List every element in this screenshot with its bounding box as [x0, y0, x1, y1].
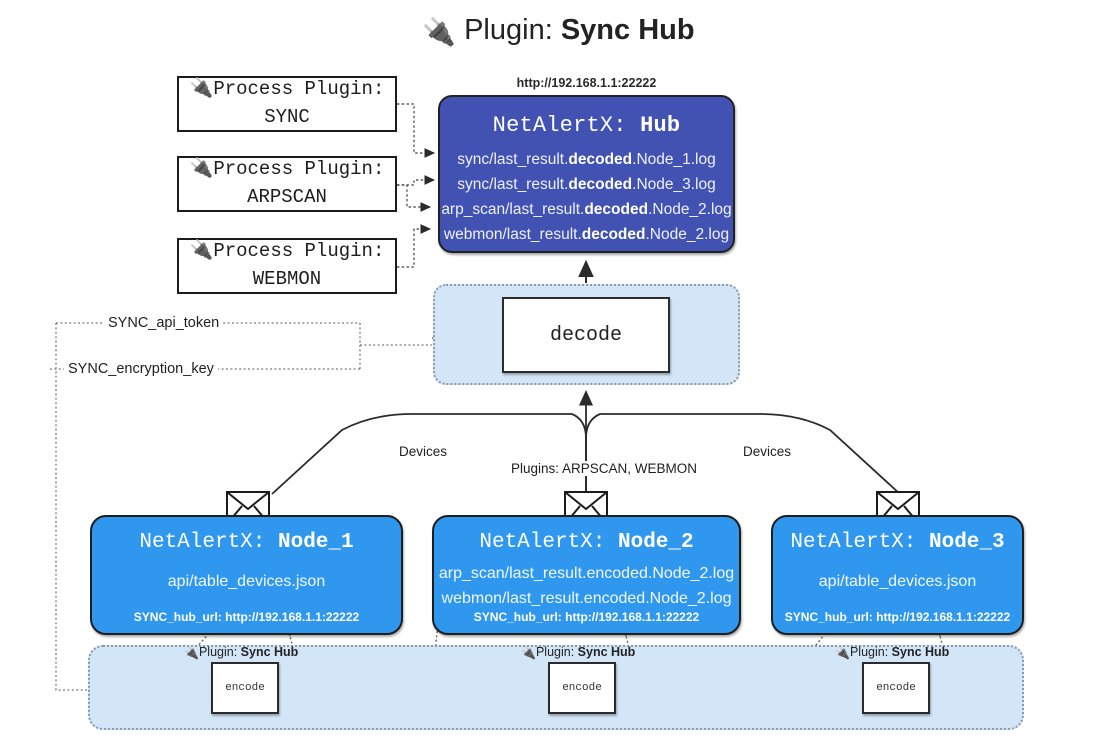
edge-label-devices-right: Devices [740, 444, 795, 459]
label-sync-encryption-key: SYNC_encryption_key [64, 361, 218, 377]
plug-icon: 🔌 [189, 78, 214, 101]
node-row: api/table_devices.json [818, 573, 977, 590]
plug-icon: 🔌 [189, 240, 214, 263]
process-plugin-sync-box[interactable]: 🔌Process Plugin: SYNC [177, 76, 397, 132]
hub-title-name: Hub [640, 113, 681, 138]
process-plugin-value: WEBMON [252, 268, 322, 290]
hub-title-prefix: NetAlertX: [492, 113, 627, 138]
hub-log-row: sync/last_result.decoded.Node_3.log [457, 176, 716, 194]
hub-log-row: sync/last_result.decoded.Node_1.log [457, 151, 716, 168]
node-title: NetAlertX: Node_2 [479, 531, 694, 554]
process-plugin-value: SYNC [264, 106, 310, 128]
plug-icon: 🔌 [189, 158, 214, 181]
process-plugin-webmon-box[interactable]: 🔌Process Plugin: WEBMON [177, 238, 397, 294]
plug-icon: 🔌 [184, 646, 199, 660]
page-title-prefix: Plugin: [464, 14, 553, 46]
node-title: NetAlertX: Node_3 [790, 531, 1005, 554]
plug-icon: 🔌 [422, 17, 457, 47]
node-footer: SYNC_hub_url: http://192.168.1.1:22222 [784, 610, 1011, 624]
encoder-label-2: 🔌Plugin: Sync Hub [521, 645, 636, 660]
page-title-name: Sync Hub [560, 14, 695, 46]
encode-box-2[interactable]: encode [548, 662, 616, 714]
encode-box-3[interactable]: encode [862, 662, 930, 714]
process-plugin-arpscan-box[interactable]: 🔌Process Plugin: ARPSCAN [177, 156, 397, 212]
label-sync-api-token: SYNC_api_token [104, 315, 224, 331]
hub-box[interactable]: NetAlertX: Hub sync/last_result.decoded.… [438, 95, 735, 253]
encode-box-1[interactable]: encode [211, 662, 279, 714]
node-row: api/table_devices.json [167, 573, 326, 590]
node-row: webmon/last_result.encoded.Node_2.log [441, 589, 732, 607]
process-plugin-label: Process Plugin: [213, 158, 385, 181]
hub-url: http://192.168.1.1:22222 [516, 76, 657, 90]
node-title: NetAlertX: Node_1 [139, 531, 354, 554]
node-footer: SYNC_hub_url: http://192.168.1.1:22222 [473, 610, 700, 624]
edge-label-plugins-center: Plugins: ARPSCAN, WEBMON [508, 461, 701, 476]
decode-box[interactable]: decode [502, 297, 670, 373]
plug-icon: 🔌 [521, 646, 536, 660]
hub-title: NetAlertX: Hub [440, 113, 733, 138]
node-box-node-3[interactable]: NetAlertX: Node_3 api/table_devices.json… [771, 515, 1024, 635]
node-box-node-2[interactable]: NetAlertX: Node_2 arp_scan/last_result.e… [432, 515, 741, 635]
plug-icon: 🔌 [835, 646, 850, 660]
encoder-label-3: 🔌Plugin: Sync Hub [835, 645, 950, 660]
edge-arpscan-to-hub [397, 184, 432, 212]
process-plugin-label: Process Plugin: [213, 240, 385, 263]
page-title: 🔌 Plugin: Sync Hub [0, 14, 1117, 48]
node-row: arp_scan/last_result.encoded.Node_2.log [438, 565, 735, 582]
process-plugin-label: Process Plugin: [213, 78, 385, 101]
hub-log-row: webmon/last_result.decoded.Node_2.log [443, 226, 730, 244]
encoder-label-1: 🔌Plugin: Sync Hub [184, 645, 299, 660]
node-box-node-1[interactable]: NetAlertX: Node_1 api/table_devices.json… [90, 515, 403, 635]
hub-log-row: arp_scan/last_result.decoded.Node_2.log [441, 201, 732, 219]
process-plugin-value: ARPSCAN [247, 186, 327, 208]
edge-label-devices-left: Devices [396, 444, 451, 459]
edge-webmon-to-hub [397, 224, 432, 268]
node-footer: SYNC_hub_url: http://192.168.1.1:22222 [133, 610, 360, 624]
edge-sync-to-hub [397, 103, 436, 158]
edge-arpscan-dotted-a [397, 175, 436, 186]
